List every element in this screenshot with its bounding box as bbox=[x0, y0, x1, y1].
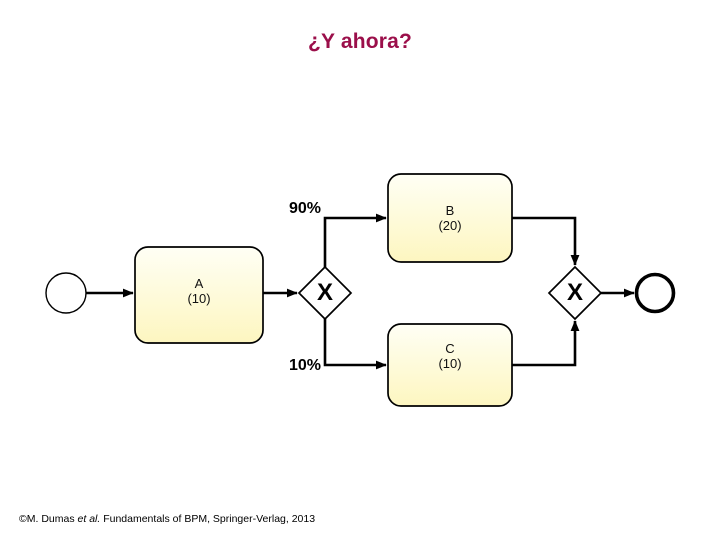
xor-split-gateway-glyph: X bbox=[316, 279, 333, 306]
flow-split-to-b bbox=[323, 213, 387, 267]
flow-split-to-c bbox=[323, 319, 387, 370]
flow-label-90-percent: 90% bbox=[289, 200, 322, 217]
footer-et-al: et al. bbox=[77, 513, 101, 525]
task-b[interactable] bbox=[387, 173, 513, 263]
flow-b-to-merge bbox=[512, 216, 580, 266]
end-event[interactable] bbox=[634, 272, 676, 314]
bpmn-diagram bbox=[45, 173, 676, 407]
task-a[interactable] bbox=[134, 246, 264, 344]
xor-merge-gateway-glyph: X bbox=[566, 279, 583, 306]
footer-authors: M. Dumas bbox=[26, 513, 78, 525]
start-event[interactable] bbox=[45, 272, 87, 314]
flow-c-to-merge bbox=[512, 320, 580, 367]
footer-reference: Fundamentals of BPM, Springer-Verlag, 20… bbox=[100, 513, 316, 525]
xor-merge-gateway[interactable] bbox=[547, 265, 603, 321]
copyright-symbol: © bbox=[19, 513, 27, 525]
page-title: ¿Y ahora? bbox=[307, 30, 413, 53]
xor-split-gateway[interactable] bbox=[297, 265, 353, 321]
task-c[interactable] bbox=[387, 323, 513, 407]
footer-citation: ©M. Dumas et al. Fundamentals of BPM, Sp… bbox=[19, 513, 315, 525]
flow-label-10-percent: 10% bbox=[289, 357, 322, 374]
